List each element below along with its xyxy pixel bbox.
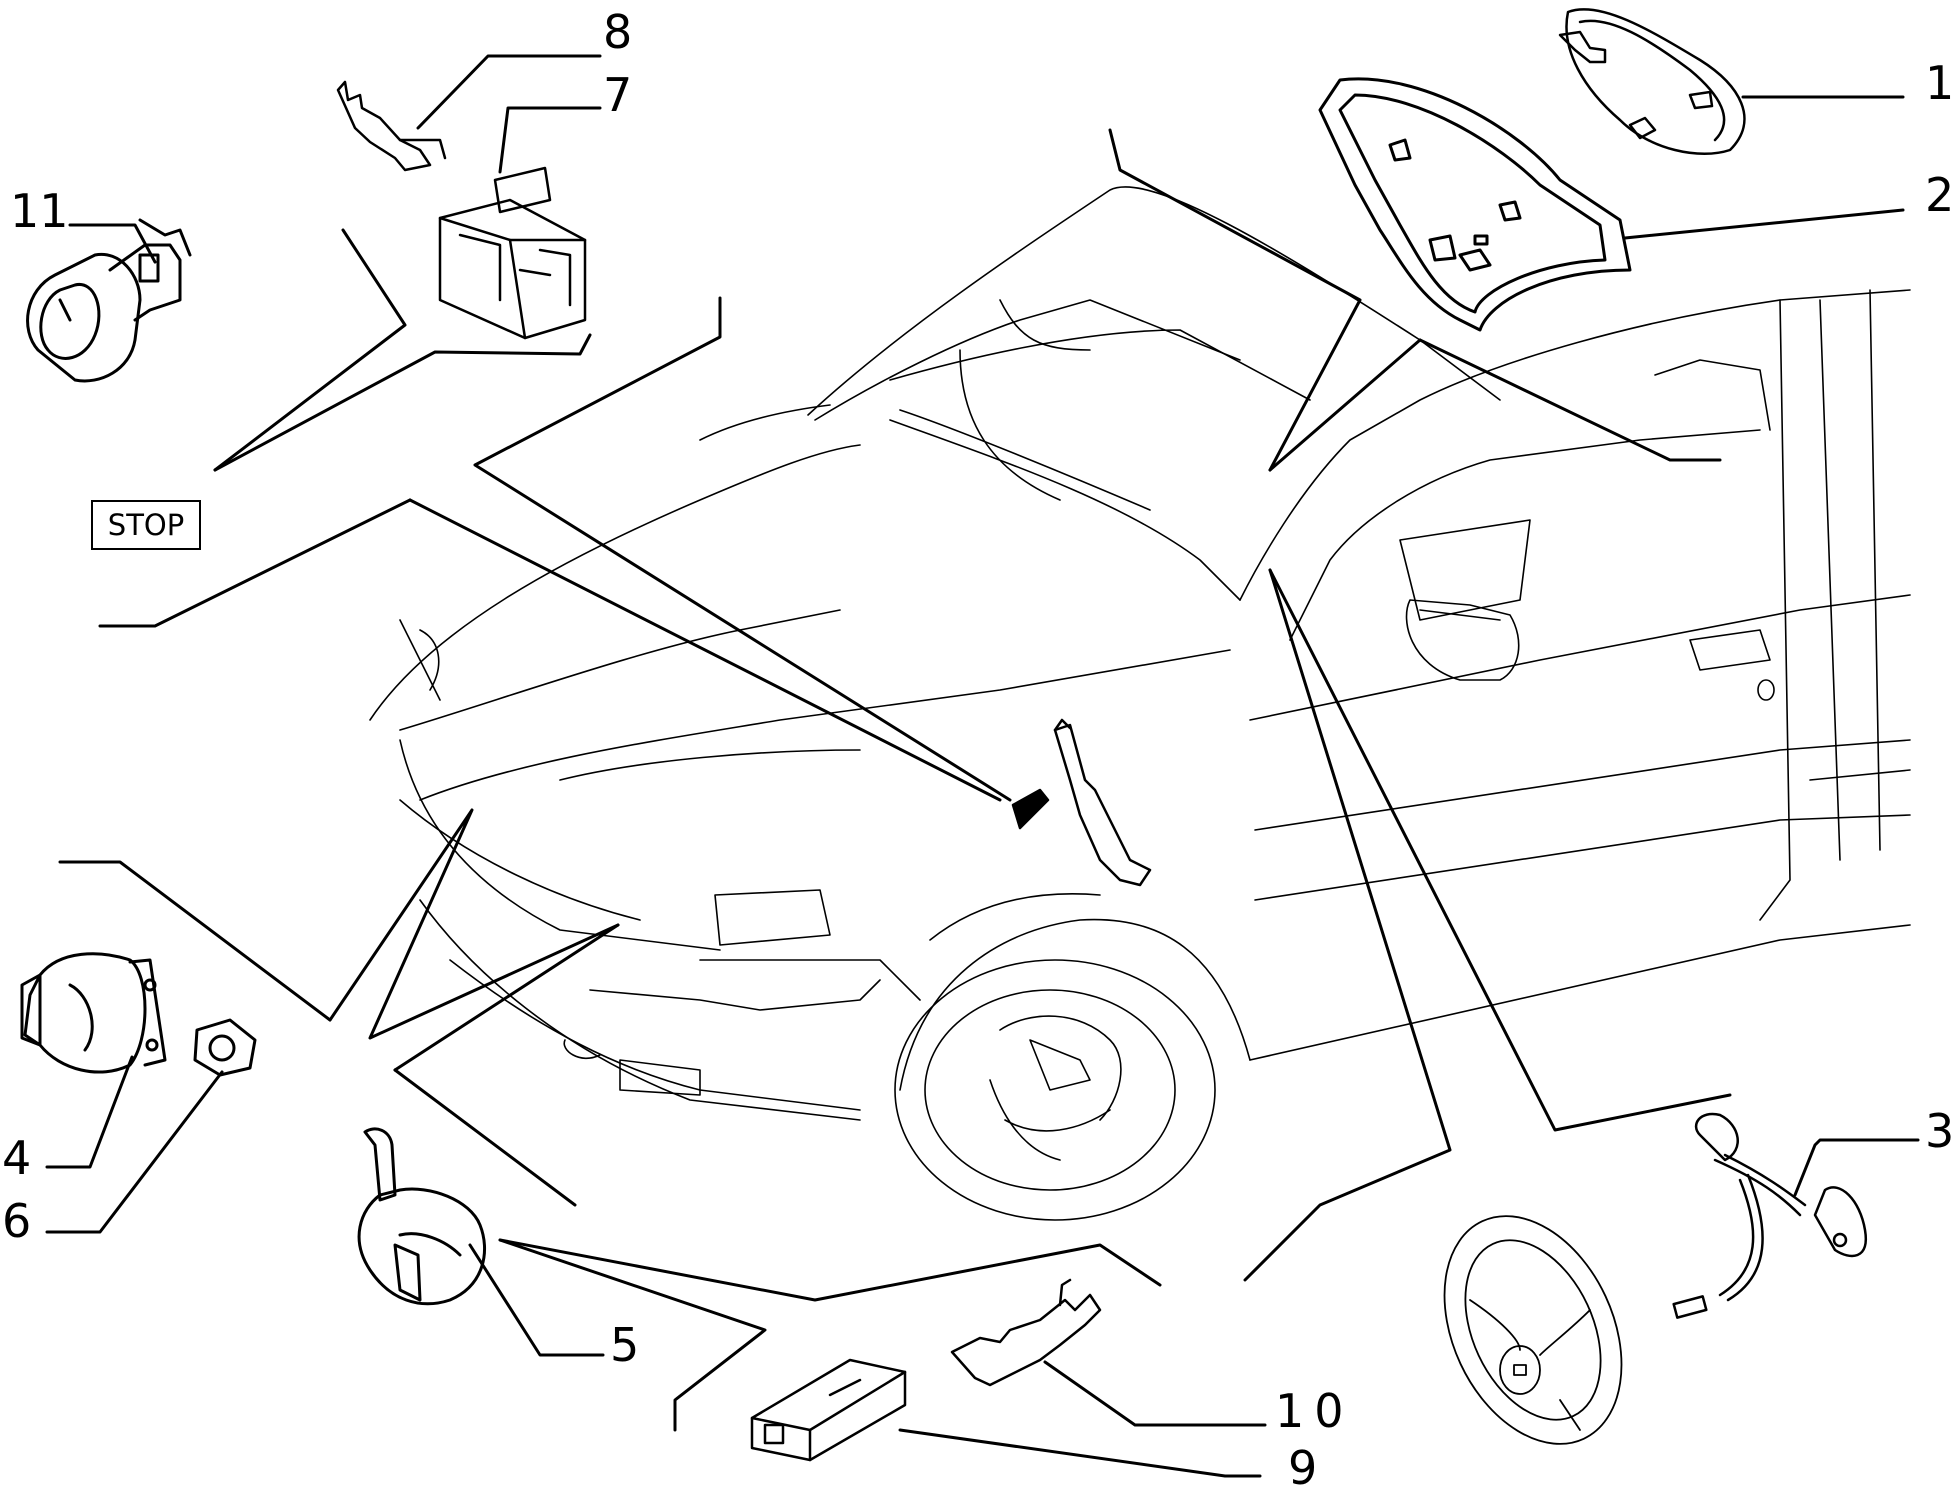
part-7-connector (440, 168, 585, 338)
callout-5: 5 (610, 1318, 640, 1372)
leader-7 (500, 108, 600, 172)
part-9-connector (752, 1360, 905, 1460)
leader-lines (47, 56, 1918, 1476)
leader-2 (1625, 210, 1903, 238)
part-4-horn (22, 954, 165, 1072)
part-10-terminal (952, 1280, 1100, 1385)
stop-label: STOP (91, 500, 201, 550)
callout-7: 7 (603, 68, 633, 122)
steering-wheel-illustration (1410, 1187, 1656, 1472)
part-11-stop-switch (28, 220, 190, 381)
callout-6: 6 (2, 1194, 32, 1248)
callout-11: 11 (10, 184, 69, 238)
leader-3 (1795, 1140, 1918, 1195)
part-6-nut (195, 1020, 255, 1075)
part-5-horn (359, 1129, 484, 1304)
car-illustration (370, 187, 1910, 1220)
part-3-cable (1674, 1114, 1866, 1318)
part-8-terminal (338, 82, 445, 170)
leader-6 (47, 1072, 222, 1232)
leader-8 (418, 56, 600, 128)
callout-3: 3 (1925, 1104, 1953, 1158)
callout-2: 2 (1925, 168, 1953, 222)
part-1-cover (1560, 9, 1744, 153)
part-2-airbag-cover (1320, 79, 1630, 330)
leader-4 (47, 1057, 132, 1167)
callout-1: 1 (1925, 56, 1953, 110)
leader-9 (900, 1430, 1260, 1476)
car-switch-detail (1013, 720, 1150, 885)
leader-5 (470, 1245, 603, 1355)
callout-4: 4 (2, 1131, 32, 1185)
callout-10: 10 (1275, 1384, 1354, 1438)
leader-11 (70, 225, 155, 262)
leader-10 (1045, 1362, 1265, 1425)
callout-8: 8 (603, 5, 633, 59)
callout-9: 9 (1288, 1441, 1318, 1495)
